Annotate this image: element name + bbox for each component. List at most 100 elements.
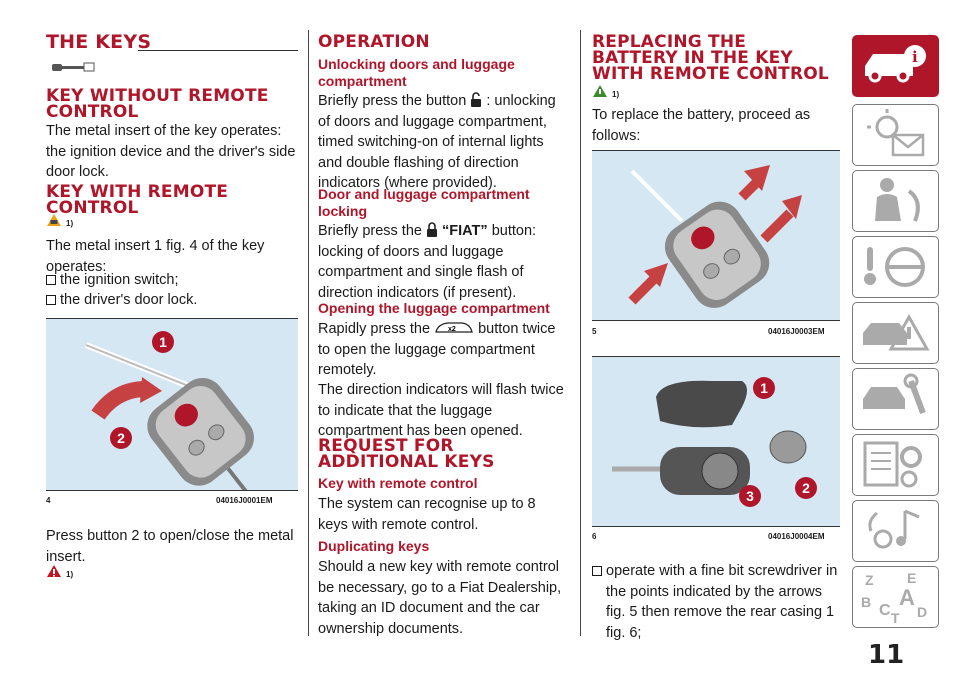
bullet-ignition: the ignition switch; bbox=[46, 270, 298, 291]
svg-text:x2: x2 bbox=[448, 326, 456, 333]
opening-text-b: button twice to open the luggage compart… bbox=[318, 321, 556, 378]
figure-6-key-battery: 1 2 3 bbox=[592, 356, 840, 526]
paragraph-press-button: Press button 2 to open/close the metal i… bbox=[46, 528, 294, 565]
figure-5-bottom-rule bbox=[592, 320, 840, 321]
unlocking-text-a: Briefly press the button bbox=[318, 93, 467, 109]
warning-triangle-icon bbox=[47, 214, 61, 226]
paragraph-locking: Briefly press the “FIAT” button: locking… bbox=[318, 221, 568, 303]
callout-3: 3 bbox=[739, 485, 761, 507]
callout-2: 2 bbox=[795, 477, 817, 499]
locking-text-a: Briefly press the bbox=[318, 223, 422, 239]
figure-4-number: 4 bbox=[46, 496, 51, 505]
locking-text-b: button: locking of doors and luggage com… bbox=[318, 223, 537, 301]
fiat-button-name: “FIAT” bbox=[442, 223, 488, 239]
figure-6-number: 6 bbox=[592, 532, 597, 541]
svg-text:C: C bbox=[879, 602, 891, 619]
svg-text:D: D bbox=[917, 604, 927, 620]
bullet-operate-screwdriver: operate with a fine bit screwdriver in t… bbox=[592, 561, 840, 643]
sidebar-tab-maintenance[interactable] bbox=[852, 368, 939, 430]
sidebar-tab-warning-lights[interactable] bbox=[852, 104, 939, 166]
paragraph-flash: The direction indicators will flash twic… bbox=[318, 382, 564, 439]
heading-unlocking: Unlocking doors and luggage compartment bbox=[318, 56, 515, 89]
svg-text:B: B bbox=[861, 594, 871, 610]
callout-2: 2 bbox=[110, 427, 132, 449]
section-title: THE KEYS bbox=[46, 31, 152, 53]
paragraph-replace-intro: To replace the battery, proceed as follo… bbox=[592, 107, 811, 144]
document-gear-icon bbox=[863, 441, 922, 488]
callout-1: 1 bbox=[152, 331, 174, 353]
safety-seatbelt-icon bbox=[875, 178, 920, 222]
bullet-square-icon bbox=[46, 295, 56, 305]
bullet-door-lock: the driver's door lock. bbox=[46, 290, 298, 311]
warning-ref: 1) bbox=[66, 219, 74, 228]
paragraph-opening-luggage: Rapidly press the x2 button twice to ope… bbox=[318, 319, 568, 381]
figure-6-code: 04016J0004EM bbox=[768, 532, 825, 541]
bullet-square-icon bbox=[592, 566, 602, 576]
column-divider-2 bbox=[580, 30, 581, 636]
trunk-x2-icon: x2 bbox=[435, 322, 473, 333]
sidebar-tab-multimedia[interactable] bbox=[852, 500, 939, 562]
paragraph-key-without-remote: The metal insert of the key operates: th… bbox=[46, 123, 296, 180]
lock-padlock-icon bbox=[427, 222, 437, 237]
svg-text:E: E bbox=[907, 570, 916, 586]
heading-key-remote: Key with remote control bbox=[318, 475, 478, 491]
heading-duplicating-keys: Duplicating keys bbox=[318, 538, 430, 554]
sidebar-tab-index[interactable]: Z E B A C T D bbox=[852, 566, 939, 628]
bullet-square-icon bbox=[46, 275, 56, 285]
warning-triangle-icon bbox=[47, 565, 61, 577]
heading-operation: OPERATION bbox=[318, 32, 430, 52]
figure-4-key-metal-insert: 1 2 bbox=[46, 318, 298, 490]
heading-key-with-remote: KEY WITH REMOTE CONTROL bbox=[46, 182, 229, 218]
sidebar-tab-safety[interactable] bbox=[852, 170, 939, 232]
figure-4-bottom-rule bbox=[46, 490, 298, 491]
opening-text-a: Rapidly press the bbox=[318, 321, 431, 337]
bullet-door-lock-text: the driver's door lock. bbox=[60, 292, 198, 308]
figure-5-code: 04016J0003EM bbox=[768, 327, 825, 336]
heading-opening-luggage: Opening the luggage compartment bbox=[318, 300, 550, 316]
unlock-padlock-icon bbox=[471, 92, 482, 107]
heading-locking: Door and luggage compartment locking bbox=[318, 186, 530, 219]
paragraph-key-with-remote: The metal insert 1 fig. 4 of the key ope… bbox=[46, 238, 265, 275]
key-blade-icon bbox=[48, 58, 98, 74]
heading-replacing-battery: REPLACING THE BATTERY IN THE KEY WITH RE… bbox=[592, 32, 829, 84]
sidebar-tab-technical-data[interactable] bbox=[852, 434, 939, 496]
music-signal-icon bbox=[868, 509, 920, 549]
key-fob-illustration bbox=[84, 342, 255, 490]
key-battery-illustration bbox=[612, 380, 807, 495]
paragraph-unlocking: Briefly press the button : unlocking of … bbox=[318, 91, 568, 194]
warning-note-3: 1) bbox=[592, 84, 619, 102]
steering-key-icon bbox=[864, 247, 925, 287]
bullet-ignition-text: the ignition switch; bbox=[60, 272, 179, 288]
alphabetical-index-icon: Z E B A C T D bbox=[861, 570, 927, 626]
warning-ref: 1) bbox=[612, 90, 620, 99]
car-wrench-icon bbox=[863, 373, 926, 415]
svg-text:i: i bbox=[912, 48, 918, 66]
unlocking-text-b: : unlocking of doors and luggage compart… bbox=[318, 93, 556, 191]
emergency-car-icon bbox=[863, 313, 930, 351]
paragraph-duplicating-keys: Should a new key with remote control be … bbox=[318, 559, 562, 637]
sidebar-tab-emergency[interactable] bbox=[852, 302, 939, 364]
svg-text:T: T bbox=[891, 610, 900, 625]
figure-5-number: 5 bbox=[592, 327, 597, 336]
warning-lights-icon bbox=[867, 109, 925, 157]
callout-1: 1 bbox=[753, 377, 775, 399]
warning-note-1: 1) bbox=[46, 213, 73, 231]
car-info-icon: i bbox=[865, 45, 926, 83]
sidebar-tab-dashboard[interactable]: i bbox=[852, 35, 939, 97]
figure-5-key-arrows bbox=[592, 150, 840, 320]
paragraph-key-remote: The system can recognise up to 8 keys wi… bbox=[318, 496, 536, 533]
warning-note-2: 1) bbox=[46, 564, 73, 582]
page-number: 11 bbox=[868, 640, 905, 670]
svg-text:Z: Z bbox=[865, 572, 874, 588]
svg-text:A: A bbox=[899, 585, 915, 610]
heading-request-keys: REQUEST FOR ADDITIONAL KEYS bbox=[318, 436, 495, 472]
heading-key-without-remote: KEY WITHOUT REMOTE CONTROL bbox=[46, 86, 269, 122]
key-fob-arrows-illustration bbox=[628, 165, 802, 308]
column-divider-1 bbox=[308, 30, 309, 636]
bullet-operate-text: operate with a fine bit screwdriver in t… bbox=[606, 563, 838, 641]
sidebar-tab-driving[interactable] bbox=[852, 236, 939, 298]
warning-ref: 1) bbox=[66, 570, 74, 579]
figure-6-bottom-rule bbox=[592, 526, 840, 527]
figure-4-code: 04016J0001EM bbox=[216, 496, 273, 505]
title-rule bbox=[138, 50, 298, 51]
